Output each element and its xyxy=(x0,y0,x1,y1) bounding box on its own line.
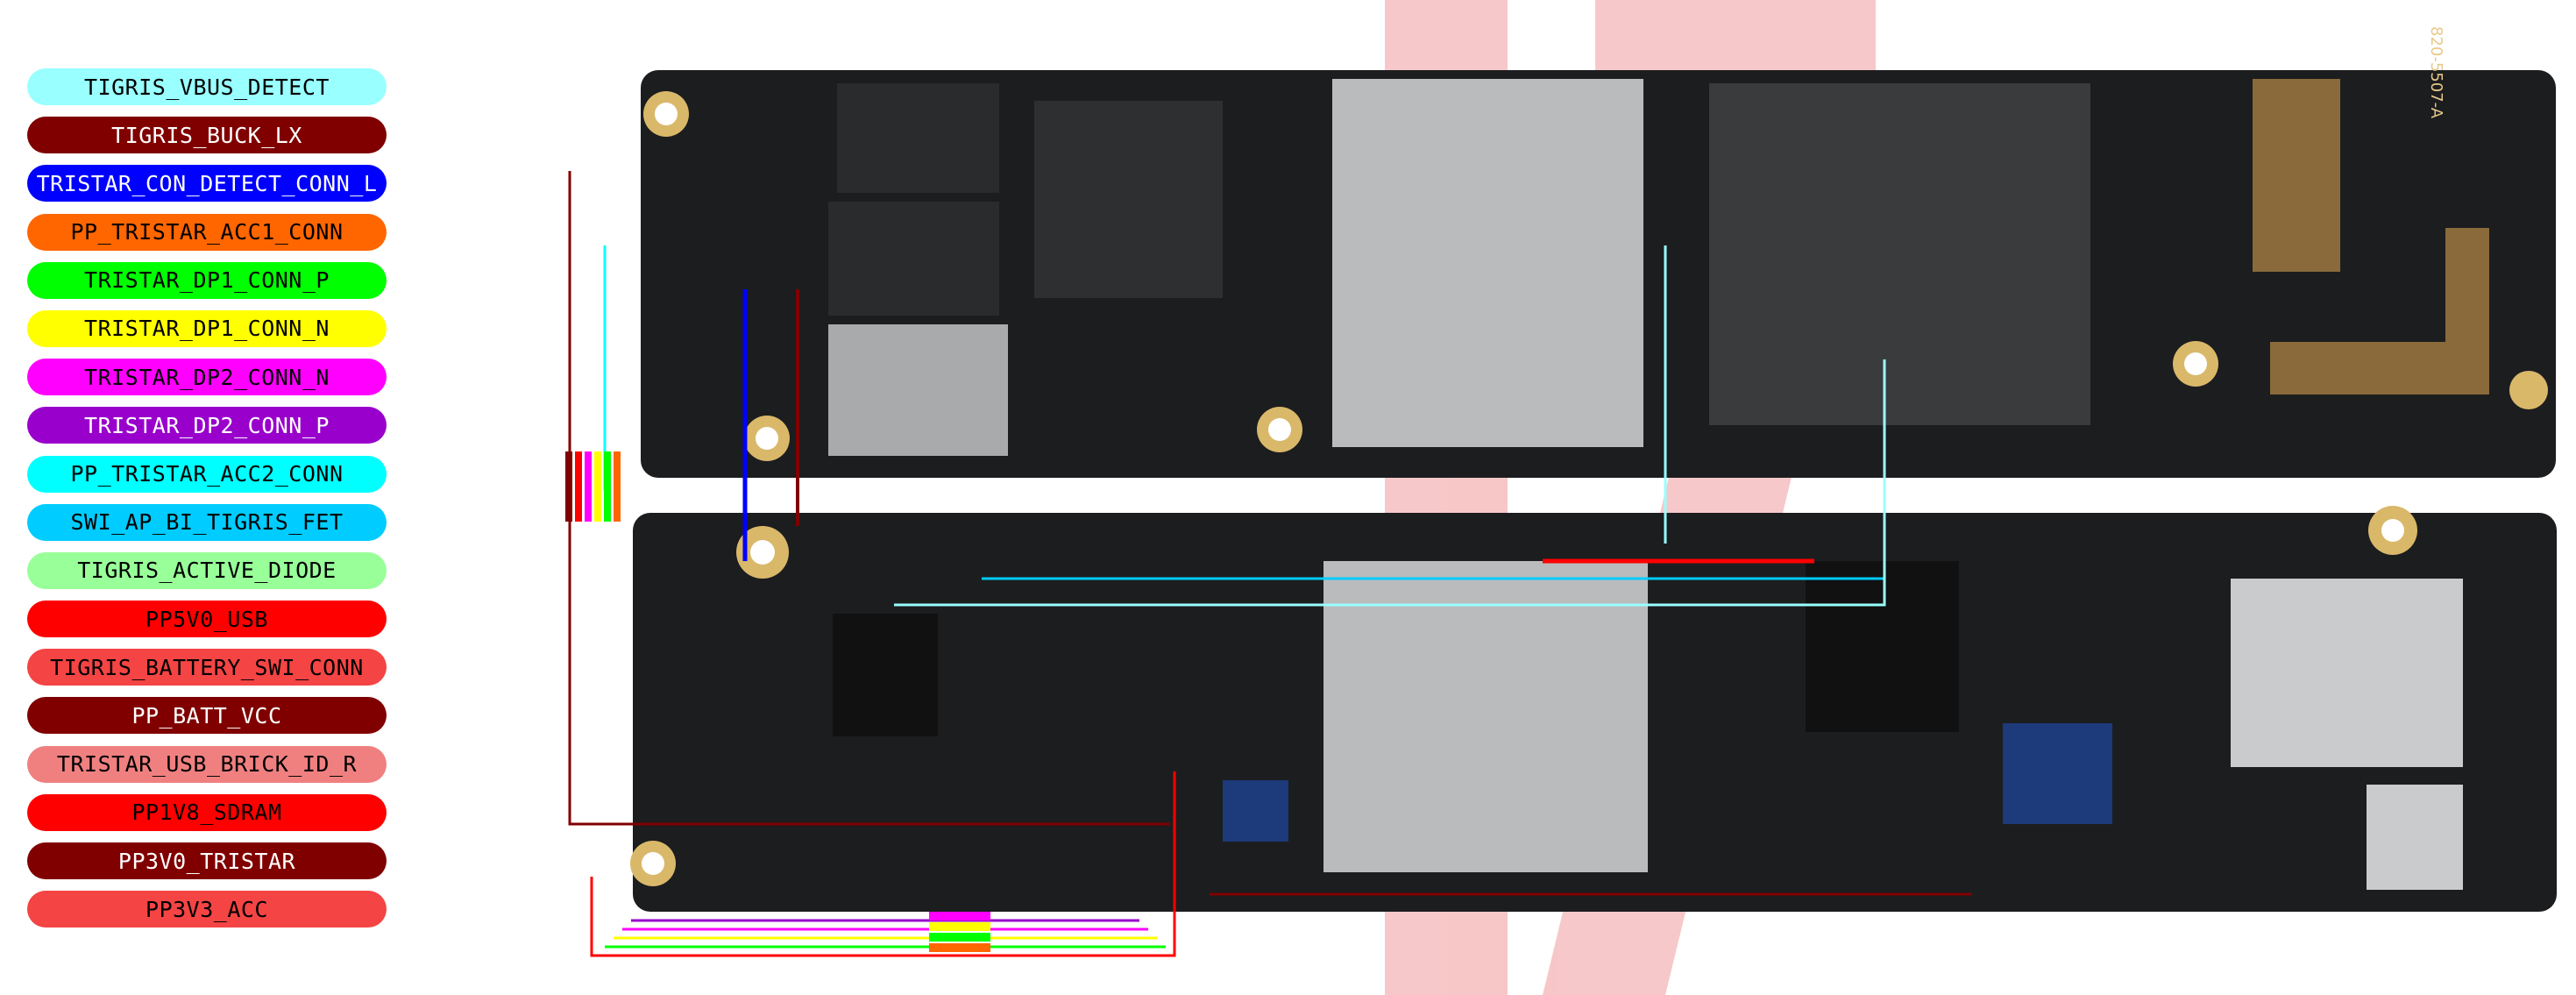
pmic-chip xyxy=(1806,561,1959,732)
modem-chip xyxy=(1034,101,1223,298)
legend-item: TRISTAR_CON_DETECT_CONN_L xyxy=(27,165,387,203)
sim-tray-shield xyxy=(1332,79,1643,447)
shield-can xyxy=(1323,561,1648,872)
legend-item: SWI_AP_BI_TIGRIS_FET xyxy=(27,503,387,541)
net-label-stack xyxy=(565,451,990,952)
legend-item: TRISTAR_USB_BRICK_ID_R xyxy=(27,745,387,783)
legend-item: TIGRIS_VBUS_DETECT xyxy=(27,68,387,105)
legend-item: PP3V3_ACC xyxy=(27,891,387,928)
bottom-board xyxy=(630,506,2557,912)
legend-item: PP_TRISTAR_ACC2_CONN xyxy=(27,455,387,493)
legend-item: TIGRIS_BATTERY_SWI_CONN xyxy=(27,649,387,686)
legend-item: TRISTAR_DP2_CONN_N xyxy=(27,359,387,396)
legend-item: PP_BATT_VCC xyxy=(27,697,387,735)
legend-item: TRISTAR_DP1_CONN_N xyxy=(27,309,387,347)
legend-item: TIGRIS_ACTIVE_DIODE xyxy=(27,551,387,589)
legend-item: PP1V8_SDRAM xyxy=(27,793,387,831)
legend-item: PP5V0_USB xyxy=(27,601,387,638)
legend-item: TIGRIS_BUCK_LX xyxy=(27,117,387,154)
legend-item: TRISTAR_DP2_CONN_P xyxy=(27,407,387,444)
net-legend: TIGRIS_VBUS_DETECT TIGRIS_BUCK_LX TRISTAR_… xyxy=(27,68,387,939)
legend-item: PP3V0_TRISTAR xyxy=(27,842,387,879)
top-board xyxy=(641,70,2556,478)
legend-item: PP_TRISTAR_ACC1_CONN xyxy=(27,213,387,251)
legend-item: TRISTAR_DP1_CONN_P xyxy=(27,261,387,299)
bga-pad-area xyxy=(1709,83,2090,425)
board-part-number: 820-5507-A xyxy=(2427,26,2445,119)
net-traces xyxy=(568,171,1972,957)
